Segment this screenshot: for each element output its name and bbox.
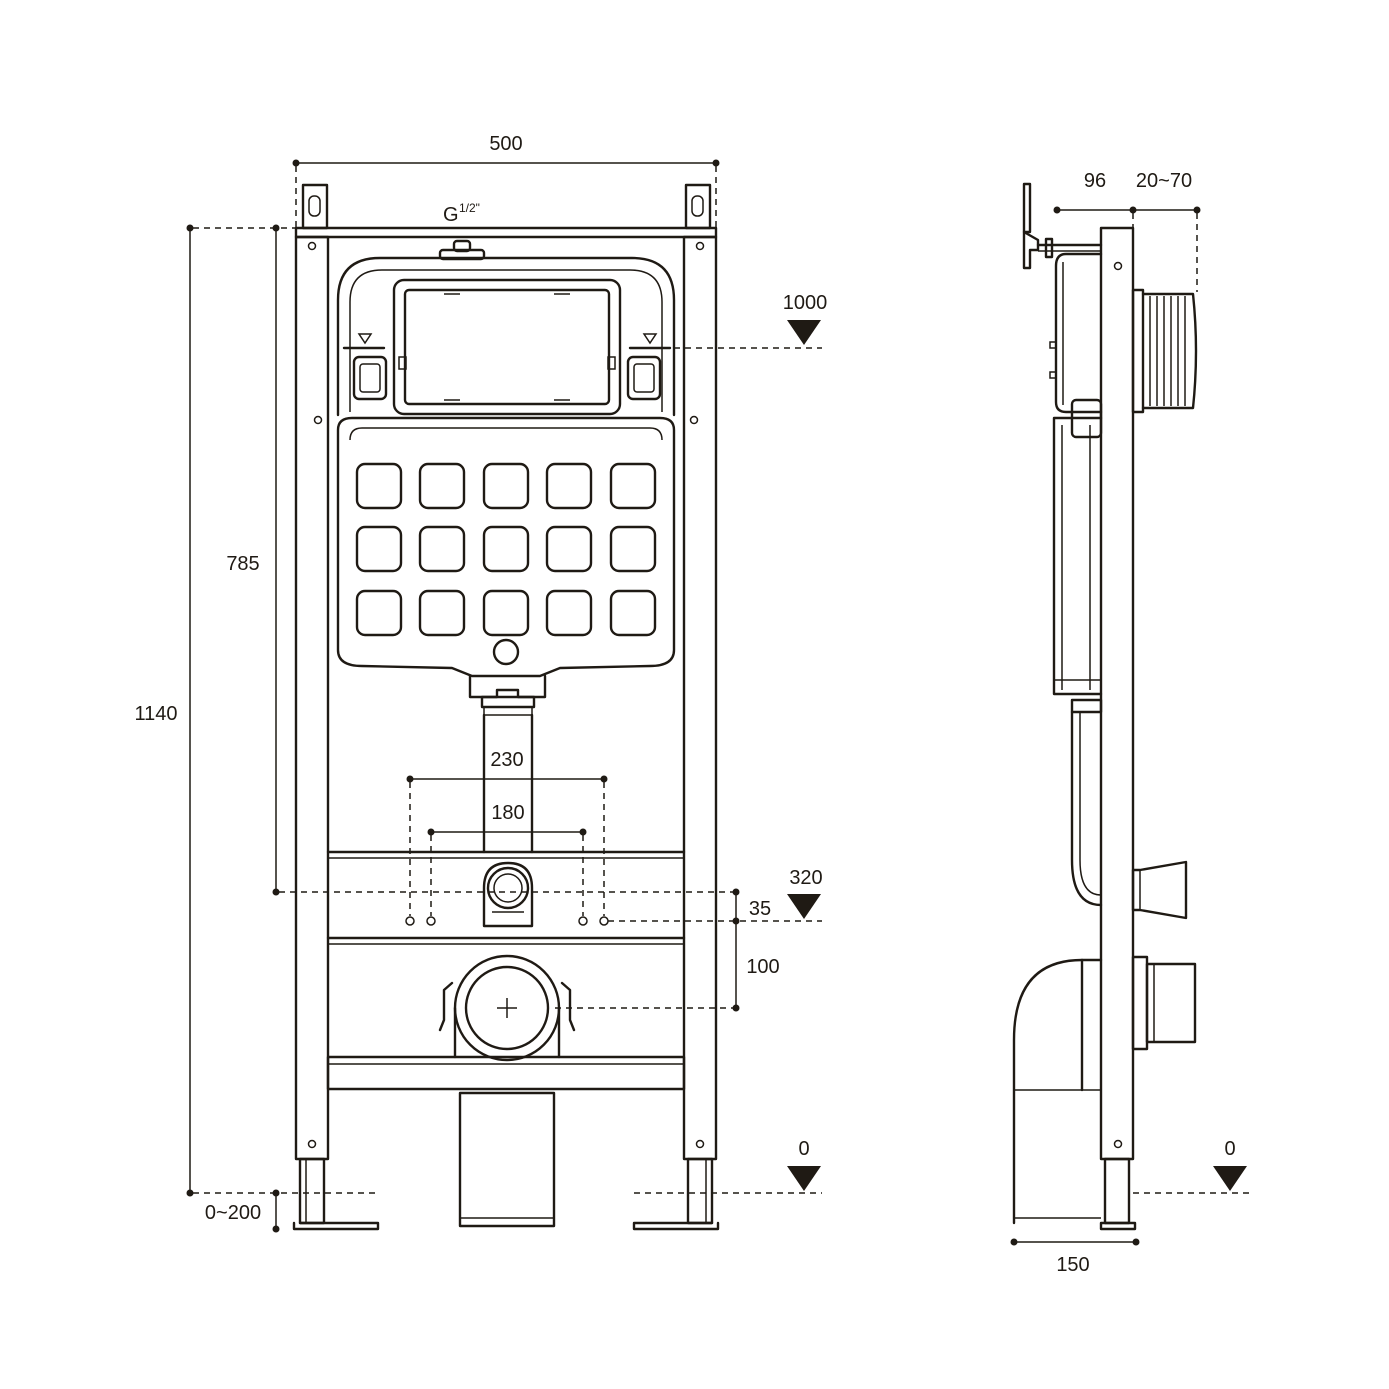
side-frame-post — [1099, 226, 1137, 1231]
dimension-500: 500 — [292, 133, 720, 228]
width-180-label: 180 — [491, 802, 524, 824]
cistern — [336, 239, 676, 854]
side-view: 96 20~70 — [1010, 170, 1250, 1276]
thread-g-label: G — [443, 204, 459, 226]
dimension-1140: 1140 — [134, 224, 296, 1197]
thread-size-label: 1/2" — [459, 201, 480, 215]
offset-35-label: 35 — [749, 898, 771, 920]
depth-20-70-label: 20~70 — [1136, 170, 1192, 192]
height-1140-label: 1140 — [134, 703, 177, 725]
level-0-front-label: 0 — [798, 1138, 809, 1160]
level-320-label: 320 — [789, 867, 822, 889]
height-785-label: 785 — [226, 553, 259, 575]
adjust-0-200-label: 0~200 — [205, 1202, 261, 1224]
width-230-label: 230 — [490, 749, 523, 771]
flush-connection — [482, 861, 534, 928]
dimension-180: 180 — [427, 802, 587, 916]
front-view: 500 G 1/2" — [134, 133, 827, 1233]
level-1000: 1000 — [630, 292, 828, 349]
dimension-785: 785 — [226, 224, 280, 896]
waste-connection — [438, 954, 576, 1062]
main-frame — [294, 226, 718, 1161]
adjustable-feet — [292, 1157, 720, 1231]
wall-bracket — [1022, 182, 1103, 270]
thread-label: G 1/2" — [443, 201, 480, 226]
dimension-0-200: 0~200 — [193, 1189, 380, 1233]
frame-top-tabs — [301, 183, 712, 230]
depth-150-label: 150 — [1056, 1254, 1089, 1276]
level-0-front: 0 — [634, 1138, 822, 1194]
drain-duct — [458, 1091, 556, 1228]
level-0-side-label: 0 — [1224, 1138, 1235, 1160]
tank-ribs — [355, 462, 657, 637]
offset-100-label: 100 — [746, 956, 779, 978]
depth-96-label: 96 — [1084, 170, 1106, 192]
level-320: 320 35 100 — [279, 867, 823, 1012]
bowl-stud-holes — [405, 916, 609, 926]
dimension-150: 150 — [1010, 1238, 1140, 1276]
cistern-side — [1012, 252, 1103, 1225]
dimension-96-20-70: 96 20~70 — [1053, 170, 1201, 292]
level-1000-label: 1000 — [783, 292, 828, 314]
level-0-side: 0 — [1133, 1138, 1250, 1194]
width-500-label: 500 — [489, 133, 522, 155]
side-connectors — [1131, 288, 1198, 1051]
dimension-230: 230 — [406, 749, 608, 916]
